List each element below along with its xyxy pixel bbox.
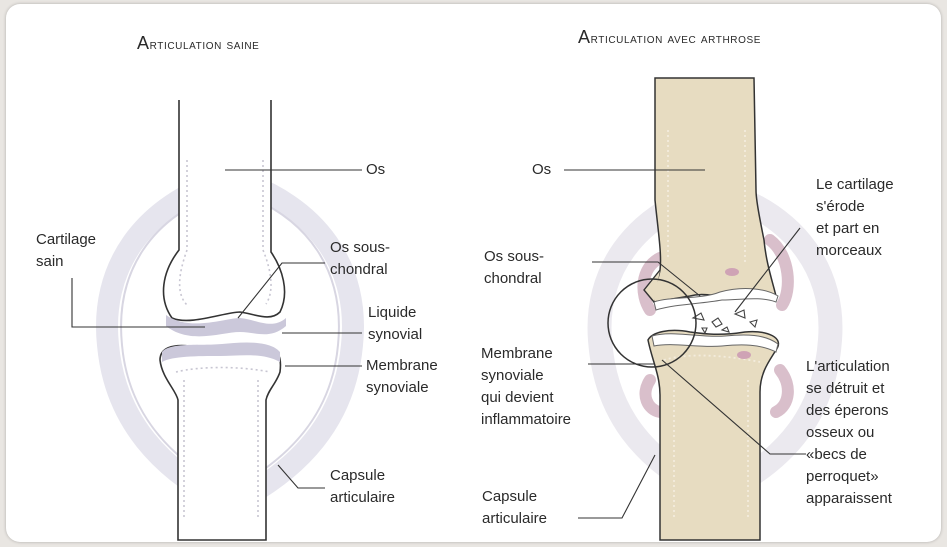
- label-line: sain: [36, 251, 96, 273]
- label-line: articulaire: [330, 487, 395, 509]
- healthy-upper-bone: [164, 100, 285, 320]
- label-line: s'érode: [816, 196, 894, 218]
- label-line: Capsule: [482, 486, 547, 508]
- arthritic-upper-bone: [654, 78, 776, 302]
- label-line: Os sous-: [484, 246, 544, 268]
- label-line: perroquet»: [806, 466, 892, 488]
- cartilage-fragments: [693, 310, 757, 333]
- healthy-joint: [72, 100, 362, 540]
- label-line: synovial: [368, 324, 422, 346]
- label-healthy-capsule: Capsule articulaire: [330, 465, 395, 509]
- label-line: Le cartilage: [816, 174, 894, 196]
- label-cartilage-erode: Le cartilage s'érode et part en morceaux: [816, 174, 894, 262]
- label-destruction: L'articulation se détruit et des éperons…: [806, 356, 892, 510]
- label-line: «becs de: [806, 444, 892, 466]
- label-line: et part en: [816, 218, 894, 240]
- label-line: apparaissent: [806, 488, 892, 510]
- label-line: Capsule: [330, 465, 395, 487]
- title-arthritic: Articulation avec arthrose: [578, 27, 761, 48]
- label-arthritic-membrane: Membrane synoviale qui devient inflammat…: [481, 343, 571, 431]
- label-arthritic-os: Os: [532, 159, 551, 181]
- label-line: Os sous-: [330, 237, 390, 259]
- label-line: morceaux: [816, 240, 894, 262]
- label-arthritic-capsule: Capsule articulaire: [482, 486, 547, 530]
- label-line: synoviale: [366, 377, 438, 399]
- label-arthritic-sous-chondral: Os sous- chondral: [484, 246, 544, 290]
- label-line: osseux ou: [806, 422, 892, 444]
- title-healthy: Articulation saine: [137, 33, 259, 54]
- label-line: Membrane: [481, 343, 571, 365]
- arthritic-joint: [564, 78, 830, 540]
- label-line: inflammatoire: [481, 409, 571, 431]
- label-line: qui devient: [481, 387, 571, 409]
- label-line: chondral: [330, 259, 390, 281]
- label-line: se détruit et: [806, 378, 892, 400]
- label-healthy-cartilage: Cartilage sain: [36, 229, 96, 273]
- leader-arthritic-capsule: [578, 455, 655, 518]
- label-healthy-liquide: Liquide synovial: [368, 302, 422, 346]
- label-line: articulaire: [482, 508, 547, 530]
- label-line: Liquide: [368, 302, 422, 324]
- label-line: synoviale: [481, 365, 571, 387]
- healthy-lower-bone: [160, 346, 280, 540]
- label-line: L'articulation: [806, 356, 892, 378]
- label-line: Cartilage: [36, 229, 96, 251]
- label-healthy-sous-chondral: Os sous- chondral: [330, 237, 390, 281]
- label-line: des éperons: [806, 400, 892, 422]
- label-healthy-os: Os: [366, 159, 385, 181]
- label-line: Membrane: [366, 355, 438, 377]
- label-healthy-membrane: Membrane synoviale: [366, 355, 438, 399]
- label-line: chondral: [484, 268, 544, 290]
